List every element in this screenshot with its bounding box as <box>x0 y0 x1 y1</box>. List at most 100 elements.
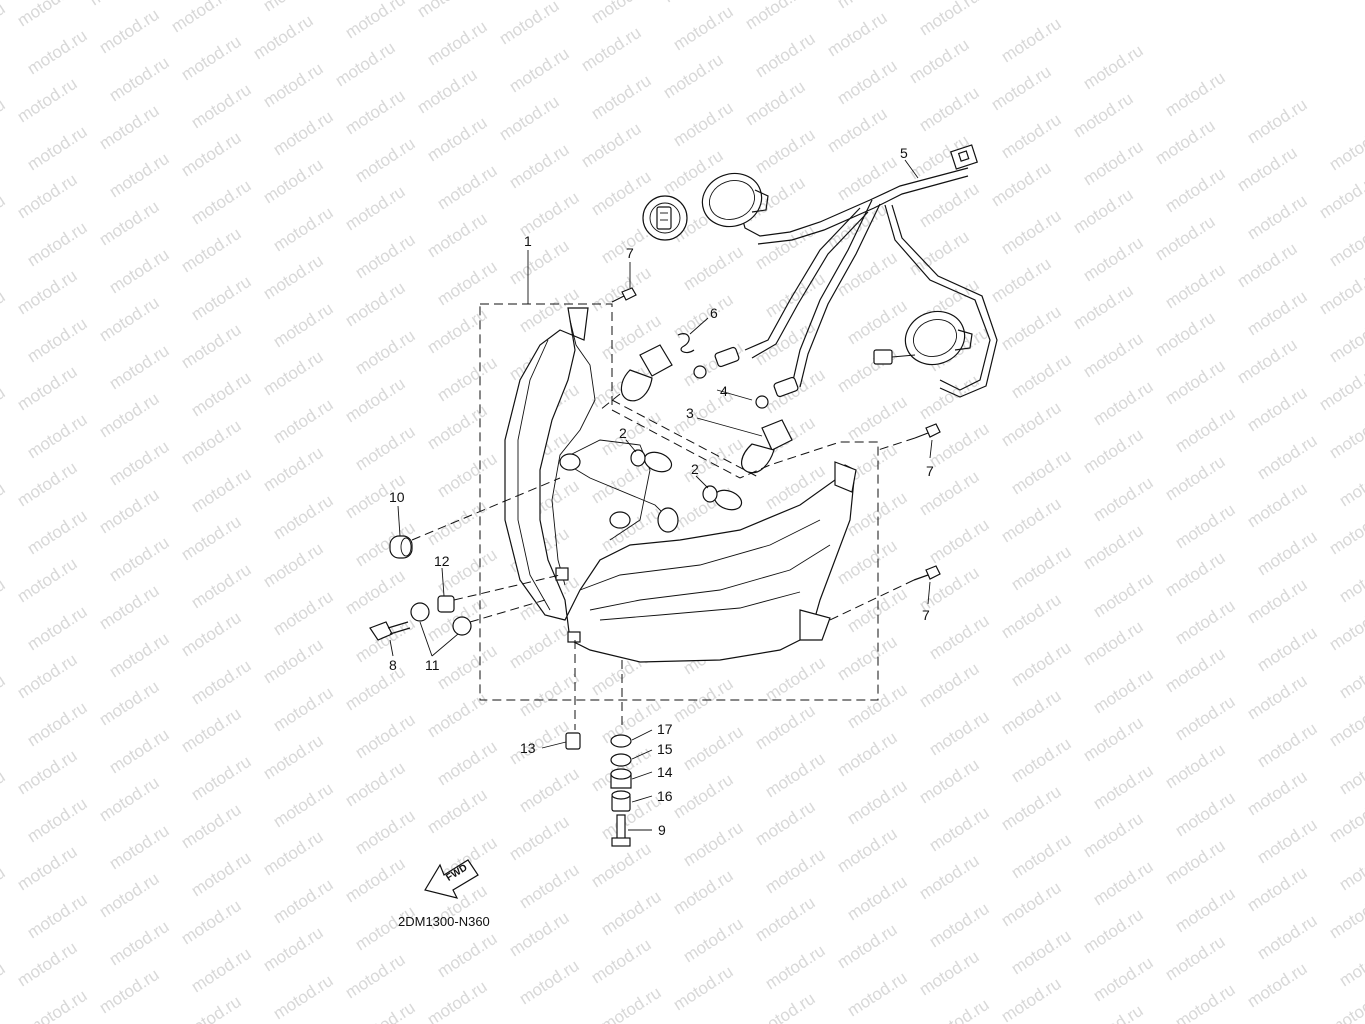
watermark-text: motod.ru <box>342 662 409 714</box>
watermark-text: motod.ru <box>1254 431 1321 483</box>
watermark-text: motod.ru <box>96 485 163 537</box>
watermark-text: motod.ru <box>1316 170 1365 222</box>
callout-2a: 2 <box>619 425 627 441</box>
watermark-text: motod.ru <box>1244 575 1311 627</box>
watermark-text: motod.ru <box>96 197 163 249</box>
watermark-text: motod.ru <box>1254 623 1321 675</box>
watermark-text: motod.ru <box>0 479 8 531</box>
callout-8: 8 <box>389 657 397 673</box>
watermark-text: motod.ru <box>24 698 91 750</box>
watermark-text: motod.ru <box>1326 890 1365 942</box>
watermark-text: motod.ru <box>414 0 481 21</box>
watermark-text: motod.ru <box>0 287 8 339</box>
watermark-text: motod.ru <box>660 50 727 102</box>
watermark-text: motod.ru <box>14 0 81 30</box>
watermark-text: motod.ru <box>762 269 829 321</box>
watermark-text: motod.ru <box>178 512 245 564</box>
watermark-text: motod.ru <box>352 806 419 858</box>
watermark-text: motod.ru <box>1172 884 1239 936</box>
watermark-text: motod.ru <box>680 818 747 870</box>
watermark-text: motod.ru <box>1090 569 1157 621</box>
watermark-text: motod.ru <box>762 749 829 801</box>
callout-4: 4 <box>720 383 728 399</box>
nut-13 <box>565 732 581 750</box>
collar-16 <box>611 790 631 812</box>
watermark-text: motod.ru <box>1162 932 1229 984</box>
collar-12 <box>437 574 561 613</box>
watermark-text: motod.ru <box>0 959 8 1011</box>
watermark-text: motod.ru <box>834 536 901 588</box>
watermark-text: motod.ru <box>1080 1001 1147 1024</box>
watermark-text: motod.ru <box>188 464 255 516</box>
watermark-text: motod.ru <box>352 422 419 474</box>
watermark-text: motod.ru <box>670 866 737 918</box>
grommet-10 <box>389 477 561 559</box>
watermark-text: motod.ru <box>1080 41 1147 93</box>
watermark-text: motod.ru <box>270 683 337 735</box>
watermark-text: motod.ru <box>260 0 327 15</box>
watermark-text: motod.ru <box>178 224 245 276</box>
watermark-text: motod.ru <box>434 449 501 501</box>
watermark-text: motod.ru <box>178 800 245 852</box>
watermark-text: motod.ru <box>998 782 1065 834</box>
callout-14: 14 <box>657 764 673 780</box>
watermark-text: motod.ru <box>1234 143 1301 195</box>
watermark-text: motod.ru <box>1152 116 1219 168</box>
watermark-text: motod.ru <box>188 80 255 132</box>
watermark-text: motod.ru <box>1326 794 1365 846</box>
watermark-text: motod.ru <box>106 533 173 585</box>
watermark-text: motod.ru <box>434 737 501 789</box>
watermark-text: motod.ru <box>1080 713 1147 765</box>
watermark-text: motod.ru <box>24 986 91 1024</box>
watermark-text: motod.ru <box>588 71 655 123</box>
watermark-text: motod.ru <box>670 98 737 150</box>
watermark-text: motod.ru <box>0 0 8 51</box>
watermark-text: motod.ru <box>752 701 819 753</box>
watermark-text: motod.ru <box>998 590 1065 642</box>
watermark-text: motod.ru <box>1080 521 1147 573</box>
watermark-text: motod.ru <box>1326 602 1365 654</box>
watermark-text: motod.ru <box>106 341 173 393</box>
watermark-text: motod.ru <box>680 338 747 390</box>
watermark-text: motod.ru <box>342 758 409 810</box>
watermark-text: motod.ru <box>106 821 173 873</box>
watermark-text: motod.ru <box>998 302 1065 354</box>
watermark-text: motod.ru <box>588 935 655 987</box>
watermark-text: motod.ru <box>824 104 891 156</box>
watermark-text: motod.ru <box>998 878 1065 930</box>
callout-5: 5 <box>900 145 908 161</box>
watermark-text: motod.ru <box>434 353 501 405</box>
watermark-text: motod.ru <box>1234 335 1301 387</box>
watermark-text: motod.ru <box>1090 377 1157 429</box>
watermark-text: motod.ru <box>96 773 163 825</box>
watermark-text: motod.ru <box>178 704 245 756</box>
watermark-text: motod.ru <box>0 191 8 243</box>
watermark-text: motod.ru <box>1080 617 1147 669</box>
watermark-text: motod.ru <box>1326 122 1365 174</box>
watermark-text: motod.ru <box>188 944 255 996</box>
watermark-text: motod.ru <box>752 221 819 273</box>
watermark-text: motod.ru <box>1070 281 1137 333</box>
watermark-text: motod.ru <box>1080 809 1147 861</box>
bulb-socket-grommet-upper <box>642 172 769 241</box>
watermark-text: motod.ru <box>752 893 819 945</box>
watermark-text: motod.ru <box>998 398 1065 450</box>
watermark-text: motod.ru <box>834 920 901 972</box>
watermark-text: motod.ru <box>1080 329 1147 381</box>
callout-17: 17 <box>657 721 673 737</box>
watermark-text: motod.ru <box>834 248 901 300</box>
watermark-text: motod.ru <box>270 107 337 159</box>
watermark-text: motod.ru <box>670 2 737 54</box>
wire-harness <box>739 144 998 398</box>
watermark-text: motod.ru <box>578 23 645 75</box>
watermark-text: motod.ru <box>14 170 81 222</box>
callout-3: 3 <box>686 405 694 421</box>
watermark-text: motod.ru <box>1172 788 1239 840</box>
watermark-text: motod.ru <box>680 434 747 486</box>
watermark-text: motod.ru <box>988 254 1055 306</box>
watermark-text: motod.ru <box>680 722 747 774</box>
grommets-11 <box>410 599 546 636</box>
watermark-text: motod.ru <box>260 923 327 975</box>
watermark-text: motod.ru <box>106 149 173 201</box>
watermark-text: motod.ru <box>260 347 327 399</box>
